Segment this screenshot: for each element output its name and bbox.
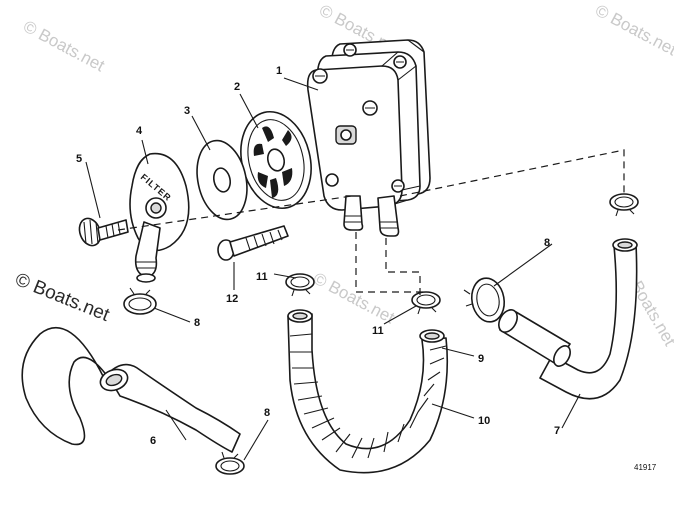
fuel-hose-right xyxy=(498,238,638,400)
hose-clamp-11-right xyxy=(411,291,441,315)
callout-9: 9 xyxy=(478,353,484,365)
filter-screen xyxy=(240,110,312,210)
corrugated-fuel-hose xyxy=(287,309,449,474)
callout-3: 3 xyxy=(184,105,190,117)
callout-10: 10 xyxy=(478,415,490,427)
gasket xyxy=(196,139,248,221)
callout-11-left: 11 xyxy=(256,271,268,283)
callout-11-right: 11 xyxy=(372,325,384,337)
drawing-number: 41917 xyxy=(634,463,657,472)
callout-8-bottom: 8 xyxy=(264,407,270,419)
callout-5: 5 xyxy=(76,153,82,165)
callout-8-right: 8 xyxy=(544,237,550,249)
watermark-center: © Boats.net xyxy=(310,269,398,328)
hose-clamp-bottom xyxy=(215,451,245,475)
callout-1: 1 xyxy=(276,65,282,77)
callout-4: 4 xyxy=(136,125,143,137)
fuel-pump-body xyxy=(306,39,431,237)
assembly-lines xyxy=(117,149,625,296)
callout-7: 7 xyxy=(554,425,560,437)
callout-12: 12 xyxy=(226,293,238,305)
hose-clamp-right xyxy=(463,277,506,323)
callout-labels: 1 2 3 4 5 6 7 8 8 8 9 10 11 11 12 xyxy=(76,65,560,447)
watermark-left-side: © Boats.net xyxy=(12,269,113,326)
leader-lines xyxy=(85,77,581,461)
fuel-hose-left xyxy=(21,326,241,453)
filter-cover: FILTER xyxy=(129,152,190,283)
hose-clamp-left xyxy=(123,287,157,315)
mounting-bolt xyxy=(217,225,289,261)
callout-2: 2 xyxy=(234,81,240,93)
callout-6: 6 xyxy=(150,435,156,447)
watermark-top-right: © Boats.net xyxy=(592,1,674,60)
hose-clamp-upper-right xyxy=(609,193,639,217)
thumb-screw xyxy=(78,217,129,247)
watermark-top-left: © Boats.net xyxy=(20,17,108,76)
callout-8-left: 8 xyxy=(194,317,200,329)
